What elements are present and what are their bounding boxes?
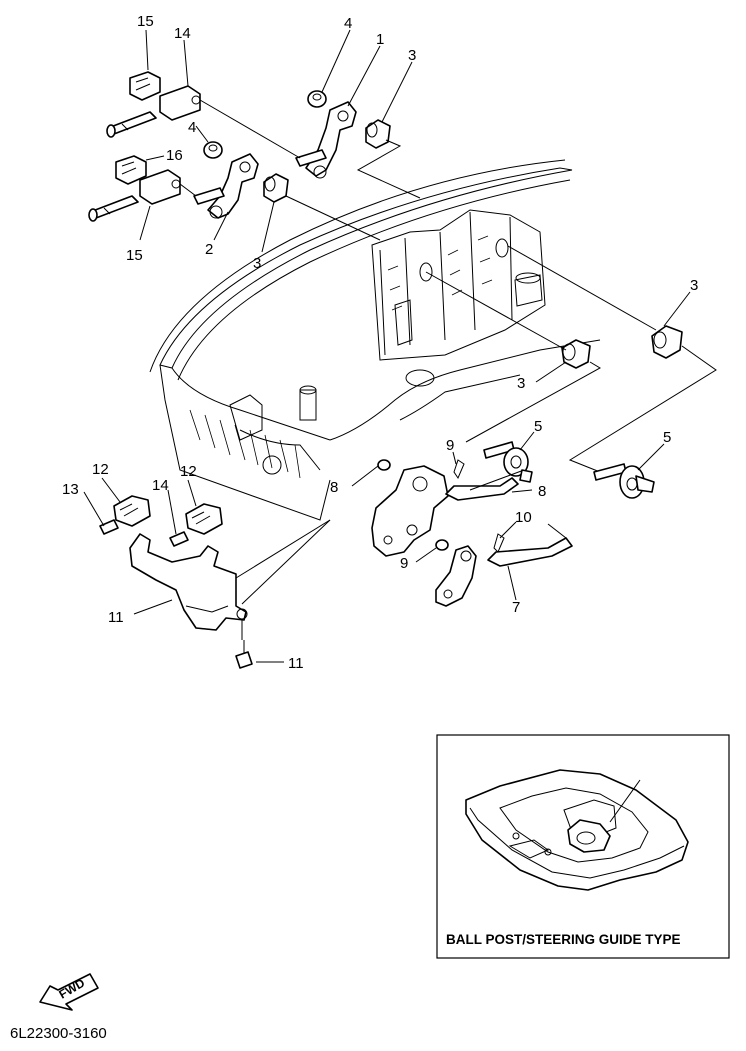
callout-3-left: 3 (253, 255, 261, 272)
callout-8-lower: 9 (400, 555, 408, 572)
forward-arrow-icon: FWD (39, 973, 99, 1011)
throttle-lever-1 (305, 101, 357, 177)
lever-6 (435, 545, 477, 607)
callout-3-center: 3 (517, 375, 525, 392)
link-rod-7 (445, 477, 519, 501)
callout-10: 11 (108, 609, 124, 626)
steering-guide-plate (465, 769, 689, 891)
callout-numbers: 15 14 4 1 3 4 16 15 2 3 3 3 5 5 9 8 8 10… (62, 13, 698, 672)
bolt-13 (235, 651, 253, 669)
assembly-lines-upper (179, 99, 421, 241)
link-assembly-right (371, 441, 655, 607)
callout-12-right: 14 (152, 477, 169, 494)
callout-14-lower: 15 (126, 247, 143, 264)
shift-lever-2 (207, 153, 259, 219)
callout-9-upper: 9 (446, 437, 454, 454)
callout-11-left: 12 (92, 461, 109, 478)
callout-4-lower: 4 (188, 119, 196, 136)
callout-3-right: 3 (690, 277, 698, 294)
washer-8-lower (435, 539, 449, 551)
pin-12-left (99, 519, 119, 535)
shift-bracket-plate (371, 465, 449, 557)
callout-14-upper: 14 (174, 25, 191, 42)
bottom-cowling (149, 159, 601, 521)
callout-3-upper: 3 (408, 47, 416, 64)
callout-6: 7 (512, 599, 520, 616)
bushing-3-center (561, 339, 591, 369)
callout-12-left: 13 (62, 481, 79, 498)
pin-9-upper (453, 459, 465, 480)
washer-8-upper (377, 459, 391, 471)
inset-box: BALL POST/STEERING GUIDE TYPE (436, 734, 730, 959)
callout-11-right: 12 (180, 463, 197, 480)
callout-13: 11 (288, 655, 304, 672)
inset-caption: BALL POST/STEERING GUIDE TYPE (446, 932, 681, 947)
callout-15-lower: 16 (166, 147, 183, 164)
cable-joint-14-lower (139, 169, 181, 205)
right-bushings (425, 245, 717, 473)
bracket-assembly (99, 495, 331, 669)
callout-7: 8 (538, 483, 546, 500)
callout-5-upper: 5 (534, 418, 542, 435)
callout-4-upper: 4 (344, 15, 352, 32)
bushing-3-right (651, 325, 683, 359)
steering-guide-post (567, 819, 611, 853)
drawing-code: 6L22300-3160 (10, 1025, 107, 1042)
collar-4-upper (307, 90, 327, 108)
callout-2: 2 (205, 241, 213, 258)
bushing-3-upper (365, 119, 391, 149)
pin-12-right (169, 531, 189, 547)
callout-1: 1 (376, 31, 384, 48)
callout-9-lower: 10 (515, 509, 532, 526)
pin-9-lower (493, 533, 505, 553)
callout-8-upper: 8 (330, 479, 338, 496)
callout-15-upper: 15 (137, 13, 154, 30)
callout-5-lower: 5 (663, 429, 671, 446)
collar-4-lower (203, 141, 223, 159)
callout-leaders (83, 29, 691, 663)
throttle-link-assembly (88, 71, 391, 222)
